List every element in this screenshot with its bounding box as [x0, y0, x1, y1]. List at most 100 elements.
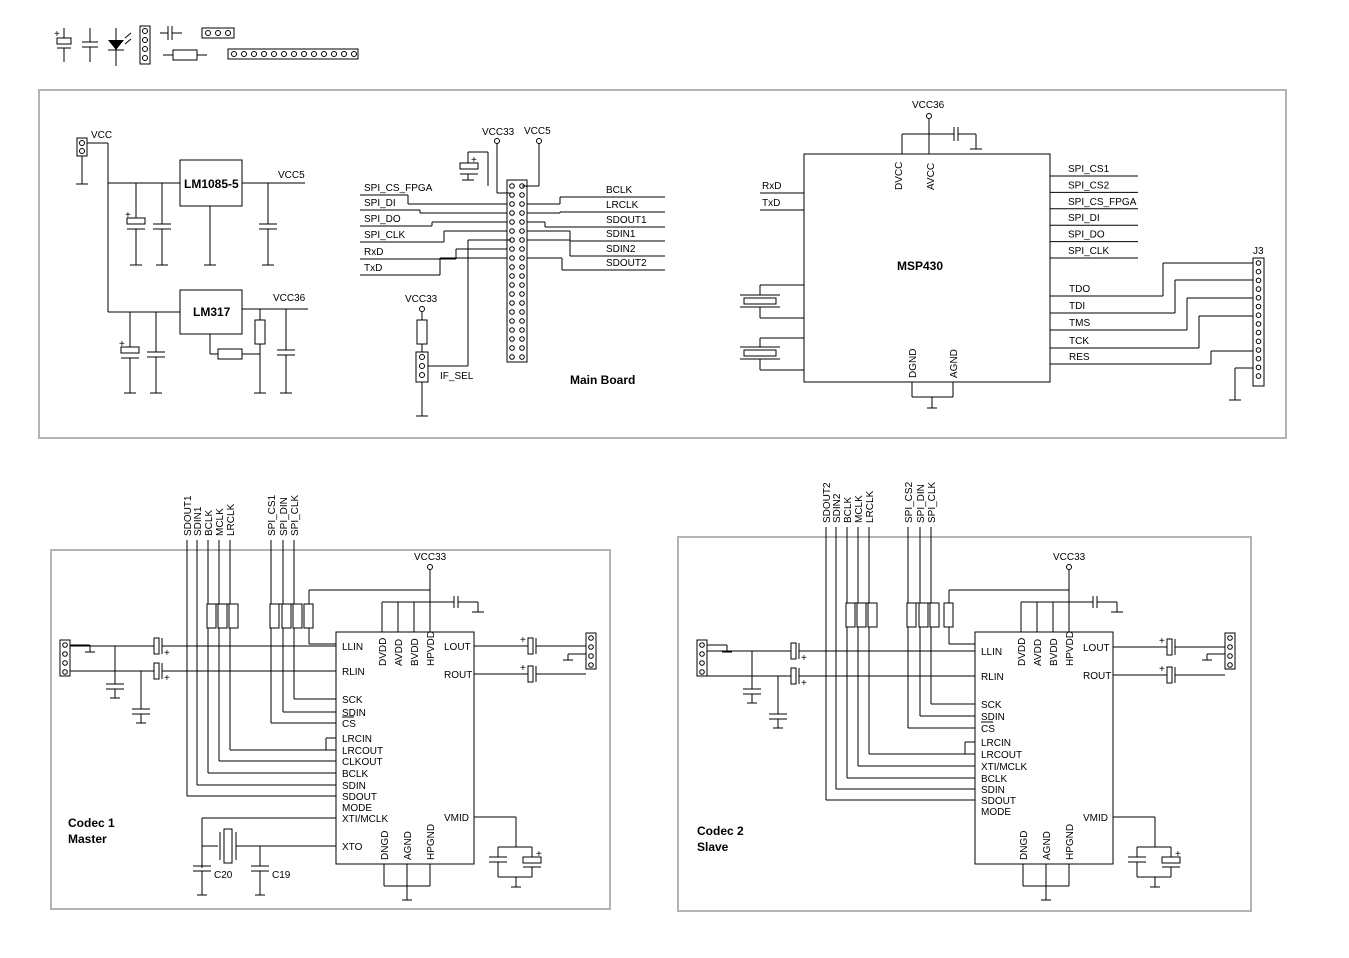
- codec1-subtitle: Master: [68, 832, 107, 846]
- codec-right-pin: LOUT: [444, 642, 471, 653]
- codec-left-pin: CS: [342, 719, 356, 730]
- dgnd-pin: DGND: [908, 349, 919, 378]
- codec-left-pin: LRCIN: [981, 738, 1011, 749]
- svg-text:+: +: [536, 849, 542, 860]
- codec-spi-label: SPI_CLK: [927, 482, 938, 523]
- codec-right-pin: LOUT: [1083, 643, 1110, 654]
- msp430-label: MSP430: [897, 259, 943, 273]
- mcu-right-signal: SPI_CS_FPGA: [1068, 197, 1137, 208]
- mcu-right-signal: SPI_CS1: [1068, 164, 1110, 175]
- fpga-right-signal: SDIN2: [606, 244, 636, 255]
- vcc5-label-top: VCC5: [524, 126, 551, 137]
- codec-spi-label: SPI_CS2: [904, 481, 915, 523]
- codec2-frame: [677, 536, 1252, 912]
- codec-bus-label: SDOUT2: [822, 482, 833, 523]
- codec-bottom-pin: HPGND: [1065, 824, 1076, 860]
- codec-left-pin: MODE: [342, 803, 372, 814]
- codec-spi-label: SPI_CLK: [290, 495, 301, 536]
- codec-spi-label: SPI_DIN: [916, 484, 927, 523]
- mcu-right-signal: SPI_CS2: [1068, 180, 1110, 191]
- fpga-right-signal: SDIN1: [606, 229, 636, 240]
- msp430-block: MSP430 VCC36 DVCC AVCC DGND AGND RxD TxD…: [740, 100, 1265, 409]
- svg-text:+: +: [1159, 664, 1165, 675]
- parts-palette: +: [54, 25, 359, 66]
- codec-left-pin: LLIN: [342, 642, 363, 653]
- agnd-pin: AGND: [949, 349, 960, 378]
- codec-left-pin: SDOUT: [342, 792, 377, 803]
- codec-right-pin: ROUT: [444, 670, 472, 681]
- codec-spi-label: SPI_DIN: [279, 497, 290, 536]
- codec-left-pin: SDIN: [342, 781, 366, 792]
- codec-left-pin: LRCOUT: [342, 746, 383, 757]
- codec2-subtitle: Slave: [697, 840, 729, 854]
- fpga-right-signal: SDOUT2: [606, 258, 647, 269]
- codec-bus-label: BCLK: [204, 510, 215, 536]
- if-sel-label: IF_SEL: [440, 371, 474, 382]
- codec1-title: Codec 1: [68, 816, 115, 830]
- cap-c19-label: C19: [272, 870, 291, 881]
- mcu-rxd: RxD: [762, 181, 781, 192]
- codec-left-pin: SDIN: [981, 712, 1005, 723]
- codec-left-pin: RLIN: [981, 672, 1004, 683]
- codec-left-pin: SCK: [342, 695, 363, 706]
- vcc36-label: VCC36: [273, 293, 306, 304]
- svg-text:+: +: [801, 653, 807, 664]
- codec-spi-label: SPI_CS1: [267, 494, 278, 536]
- avcc-pin: AVCC: [926, 163, 937, 190]
- mcu-right-signal: SPI_CLK: [1068, 246, 1109, 257]
- codec-bus-label: MCLK: [215, 508, 226, 536]
- svg-text:+: +: [801, 678, 807, 689]
- mcu-right-signal: SPI_DI: [1068, 213, 1100, 224]
- fpga-left-signal: SPI_DO: [364, 214, 401, 225]
- power-input: VCC: [76, 130, 180, 313]
- codec-bus-label: MCLK: [854, 495, 865, 523]
- codec-left-pin: XTI/MCLK: [342, 814, 388, 825]
- svg-text:+: +: [1175, 849, 1181, 860]
- codec-top-pin: DVDD: [1017, 638, 1028, 666]
- dvcc-pin: DVCC: [894, 162, 905, 190]
- codec-right-pin: VMID: [1083, 813, 1108, 824]
- mcu-jtag-signal: RES: [1069, 352, 1090, 363]
- codec-left-pin: RLIN: [342, 667, 365, 678]
- codec-right-pin: ROUT: [1083, 671, 1111, 682]
- codec-bottom-pin: DNGD: [1019, 831, 1030, 860]
- codec-supply-label: VCC33: [414, 552, 447, 563]
- mcu-jtag-signal: TDO: [1069, 284, 1090, 295]
- codec1-frame: [50, 549, 611, 910]
- codec-bus-label: SDIN1: [193, 506, 204, 536]
- codec-left-pin: CS: [981, 724, 995, 735]
- svg-text:+: +: [164, 673, 170, 684]
- mcu-txd: TxD: [762, 198, 780, 209]
- codec-left-pin: SCK: [981, 700, 1002, 711]
- fpga-right-signal: BCLK: [606, 185, 632, 196]
- mcu-jtag-signal: TMS: [1069, 318, 1090, 329]
- codec-bottom-pin: AGND: [1042, 831, 1053, 860]
- svg-text:+: +: [119, 339, 125, 350]
- msp430-jtag-signals: TDO TDI TMS TCK RES: [1050, 262, 1253, 365]
- codec-bus-label: SDIN2: [832, 493, 843, 523]
- fpga-left-signal: SPI_DI: [364, 198, 396, 209]
- codec-top-pin: BVDD: [1049, 638, 1060, 666]
- svg-text:+: +: [164, 648, 170, 659]
- mcu-jtag-signal: TCK: [1069, 336, 1089, 347]
- codec-left-pin: CLKOUT: [342, 757, 383, 768]
- regulator-lm1085: LM1085-5 VCC5 +: [125, 159, 305, 266]
- regulator-lm317: LM317 VCC36 +: [119, 289, 308, 394]
- codec-left-pin: LRCOUT: [981, 750, 1022, 761]
- vcc-label: VCC: [91, 130, 112, 141]
- codec-left-pin: XTO: [342, 842, 363, 853]
- mcu-jtag-signal: TDI: [1069, 301, 1085, 312]
- svg-text:+: +: [125, 210, 131, 221]
- msp430-right-signals: SPI_CS1SPI_CS2SPI_CS_FPGASPI_DISPI_DOSPI…: [1050, 164, 1138, 259]
- j3-label: J3: [1253, 246, 1264, 257]
- codec-top-pin: HPVDD: [426, 631, 437, 666]
- regulator1-label: LM1085-5: [184, 177, 239, 191]
- main-board-frame: [38, 89, 1287, 439]
- codec-top-pin: BVDD: [410, 638, 421, 666]
- codec-left-pin: BCLK: [981, 774, 1007, 785]
- codec-left-pin: LRCIN: [342, 734, 372, 745]
